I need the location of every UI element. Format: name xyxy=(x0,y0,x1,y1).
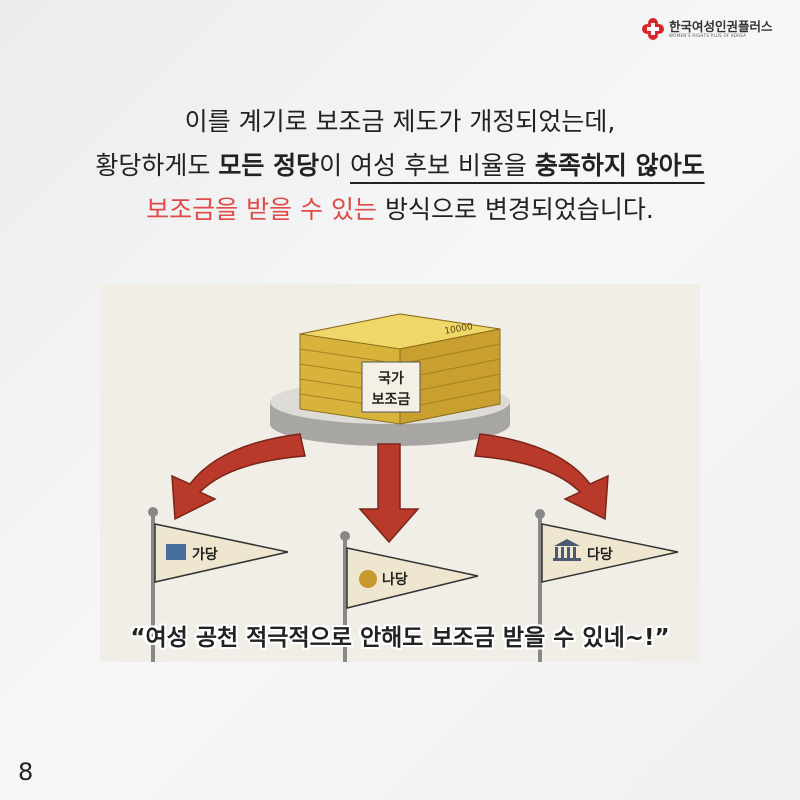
lead-line-1: 이를 계기로 보조금 제도가 개정되었는데, xyxy=(184,107,616,136)
underlined-text: 여성 후보 비율을 xyxy=(350,151,535,180)
pile-label-1: 국가 xyxy=(378,371,404,387)
cross-flower-logo-icon xyxy=(642,18,664,40)
pile-label-2: 보조금 xyxy=(372,392,411,408)
lead-line-2: 황당하게도 모든 정당이 여성 후보 비율을 충족하지 않아도 xyxy=(0,144,800,188)
logo-name: 한국여성인권플러스 xyxy=(669,19,773,34)
text: 방식으로 변경되었습니다. xyxy=(377,195,654,224)
logo: 한국여성인권플러스 WOMEN'S RIGHTS PLUS OF KOREA xyxy=(642,18,773,40)
flag-na: 나당 xyxy=(340,531,479,662)
quote-caption: “여성 공천 적극적으로 안해도 보조금 받을 수 있네~!” xyxy=(130,625,670,651)
national-emblem-icon xyxy=(359,570,377,588)
lead-text: 이를 계기로 보조금 제도가 개정되었는데, 황당하게도 모든 정당이 여성 후… xyxy=(0,100,800,232)
lead-line-3: 보조금을 받을 수 있는 방식으로 변경되었습니다. xyxy=(0,188,800,232)
bold-text: 모든 정당 xyxy=(218,151,320,180)
flag-ga: 가당 xyxy=(148,507,289,662)
flag-label: 다당 xyxy=(587,546,613,563)
flag-label: 가당 xyxy=(192,546,218,563)
pillared-building-icon xyxy=(553,539,581,561)
flag-da: 다당 xyxy=(535,509,679,662)
banknote-value: 10000 xyxy=(444,322,474,337)
arrow-icons xyxy=(171,433,609,544)
highlight-text: 보조금을 받을 수 있는 xyxy=(146,195,377,224)
text: 이 xyxy=(319,151,351,180)
flag-label: 나당 xyxy=(382,571,408,588)
page-number: 8 xyxy=(18,758,34,786)
text: 황당하게도 xyxy=(95,151,219,180)
illustration: 10000 국가 보조금 가당 나당 다당 xyxy=(100,284,700,662)
money-stack-icon: 10000 국가 보조금 xyxy=(299,313,501,425)
school-building-icon xyxy=(166,544,186,560)
logo-subtitle: WOMEN'S RIGHTS PLUS OF KOREA xyxy=(669,33,747,38)
bold-underlined-text: 충족하지 않아도 xyxy=(534,151,705,180)
